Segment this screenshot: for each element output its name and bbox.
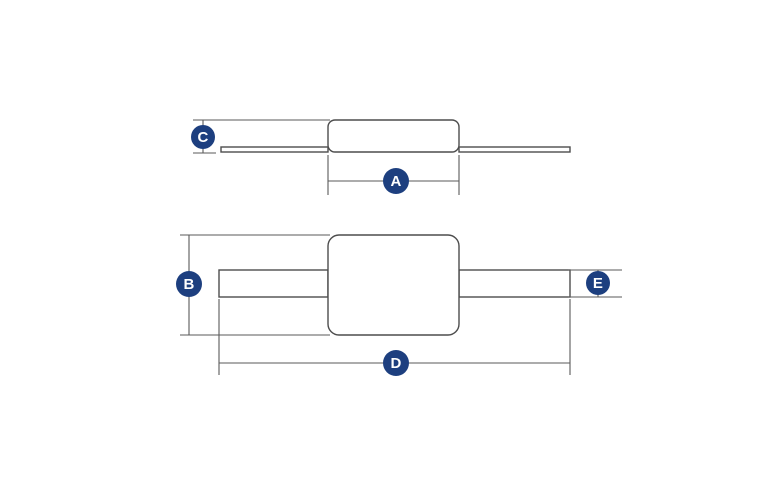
dimension-badge-c <box>191 125 215 149</box>
top-view-body <box>327 119 460 153</box>
dimension-c-group: C <box>191 119 330 154</box>
dimension-b-group: B <box>176 234 330 336</box>
top-view-group <box>220 119 571 153</box>
front-view-body <box>327 234 460 336</box>
front-view-right-lead <box>458 269 571 298</box>
dimension-badge-a-label: A <box>390 173 401 190</box>
dimension-badge-b <box>176 271 202 297</box>
dimension-badge-d <box>383 350 409 376</box>
dimension-badge-e <box>586 271 610 295</box>
dimension-badge-c-label: C <box>197 129 208 146</box>
dimension-d-group: D <box>218 299 571 376</box>
dimension-a-group: A <box>327 155 460 195</box>
top-view-left-lead <box>220 146 329 153</box>
dimension-badge-b-label: B <box>183 276 194 293</box>
dimension-e-group: E <box>568 269 622 298</box>
dimension-badge-a <box>383 168 409 194</box>
front-view-group <box>218 234 571 336</box>
dimension-badge-d-label: D <box>390 355 401 372</box>
dimension-badge-e-label: E <box>593 275 603 292</box>
top-view-right-lead <box>458 146 571 153</box>
front-view-left-lead <box>218 269 329 298</box>
